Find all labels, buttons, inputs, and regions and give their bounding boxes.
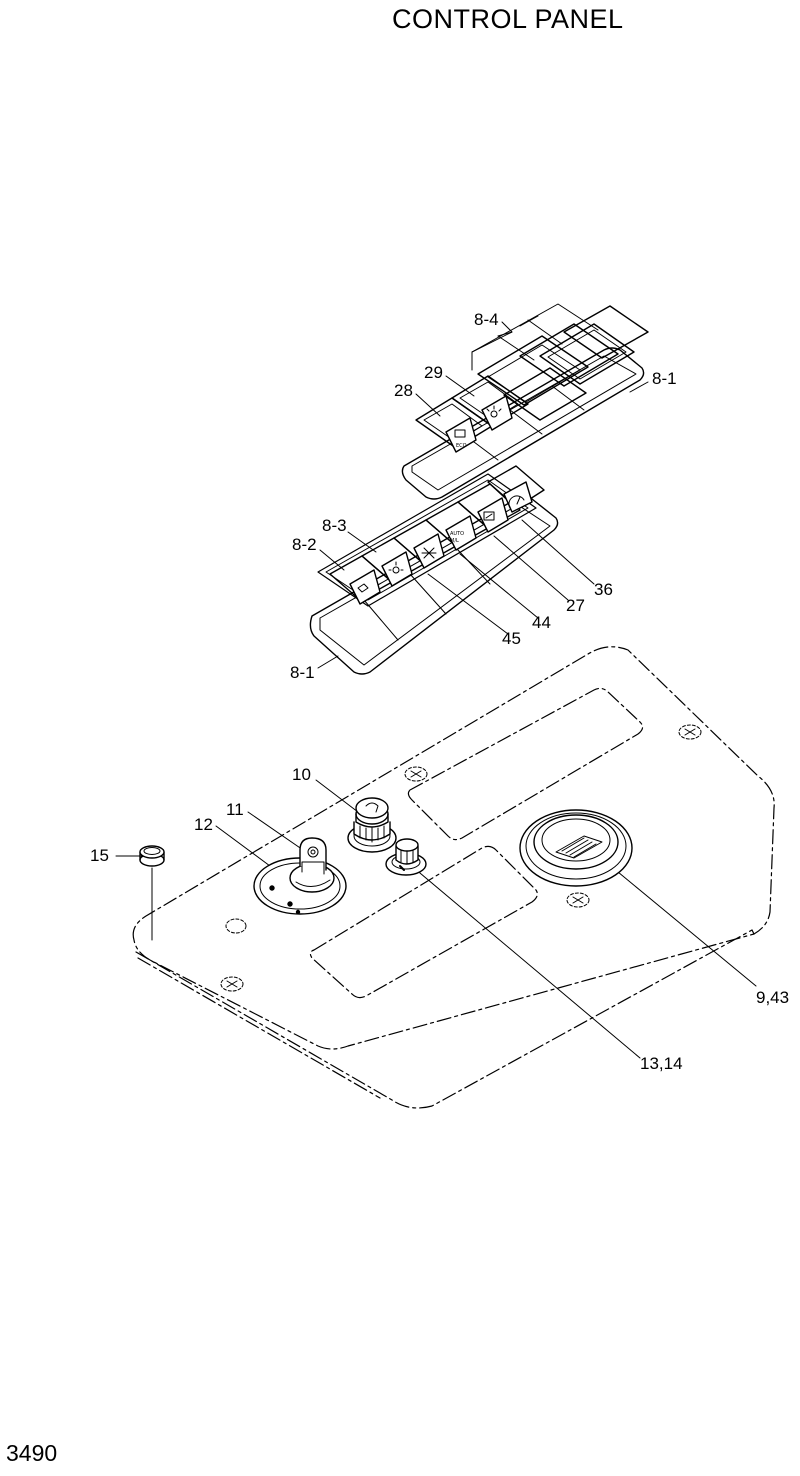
callout-12: 12	[194, 815, 213, 834]
page-number: 3490	[6, 1440, 58, 1466]
screw-icon	[404, 766, 428, 782]
svg-text:M/L: M/L	[450, 538, 459, 544]
svg-text:ECO: ECO	[456, 443, 467, 449]
callout-8-4: 8-4	[474, 310, 499, 329]
callout-44: 44	[532, 613, 551, 632]
callout-8-2: 8-2	[292, 535, 317, 554]
callout-45: 45	[502, 629, 521, 648]
panel-housing	[132, 646, 775, 1109]
rocker-switch-29	[451, 375, 529, 431]
callout-13-14: 13,14	[640, 1054, 683, 1073]
callout-9-43: 9,43	[756, 988, 790, 1007]
plug-15	[139, 845, 165, 867]
rocker-switch-36	[487, 465, 545, 513]
screw-icon	[220, 976, 244, 992]
callout-28: 28	[394, 381, 413, 400]
rocker-switch-28: ECO	[415, 397, 493, 453]
callout-29: 29	[424, 363, 443, 382]
rocker-switch-44: AUTO M/L	[425, 501, 489, 551]
ignition-key-11	[289, 837, 335, 893]
lower-switch-group: AUTO M/L	[309, 465, 559, 675]
callout-8-1-top: 8-1	[652, 369, 677, 388]
callout-11: 11	[226, 800, 244, 819]
gauge-9-43	[519, 809, 633, 887]
callout-10: 10	[292, 765, 311, 784]
callout-36: 36	[594, 580, 613, 599]
rotary-knob-13-14	[385, 838, 427, 876]
screw-icon	[678, 724, 702, 740]
rocker-switch-27	[457, 483, 521, 533]
mounting-screws	[220, 724, 702, 992]
leader-lines	[115, 315, 757, 1059]
upper-switch-group: ECO	[401, 303, 649, 500]
page-title: CONTROL PANEL	[392, 4, 624, 34]
callout-8-3: 8-3	[322, 516, 347, 535]
starter-knob-10	[347, 797, 397, 853]
switch-frame-8-1-upper	[401, 347, 645, 500]
screw-icon	[566, 892, 590, 908]
callout-8-1-bottom: 8-1	[290, 663, 315, 682]
callout-27: 27	[566, 596, 585, 615]
svg-text:AUTO: AUTO	[450, 531, 464, 537]
callout-15: 15	[90, 846, 109, 865]
